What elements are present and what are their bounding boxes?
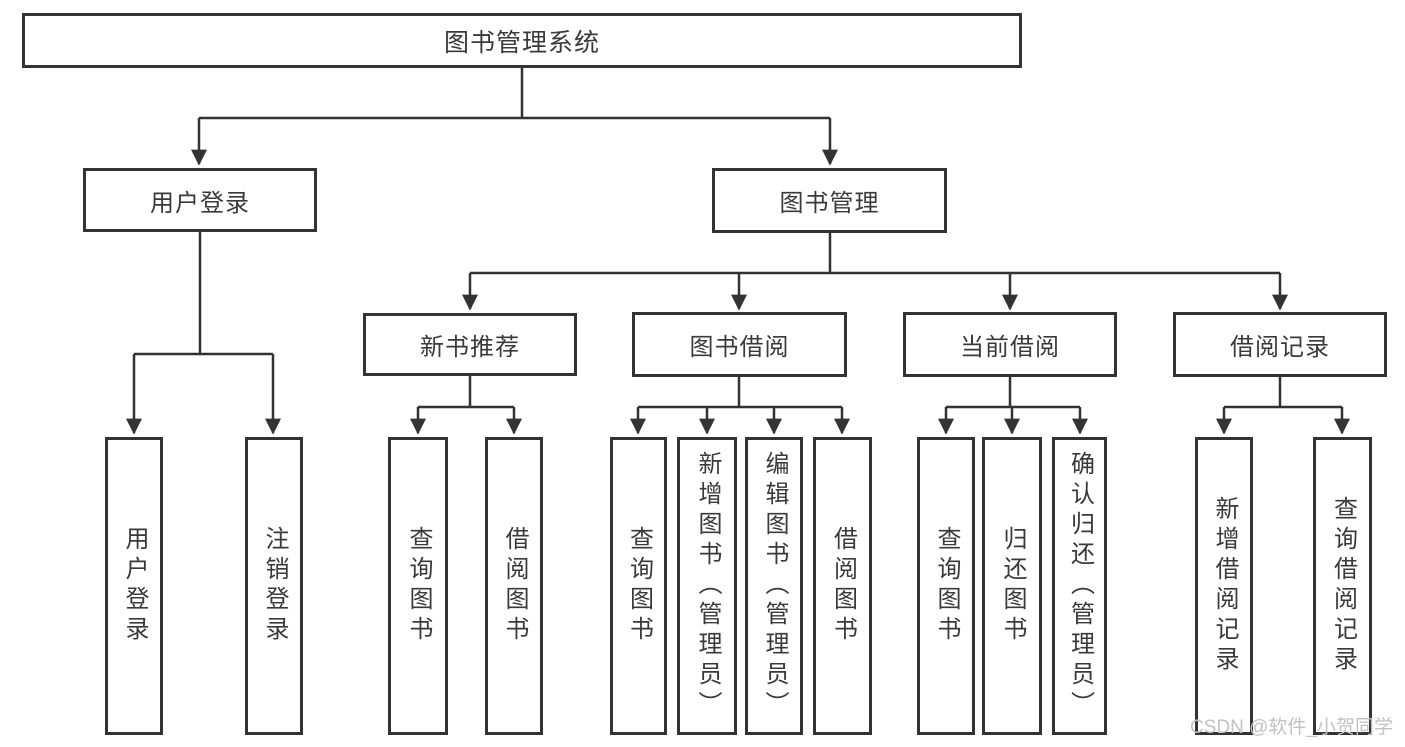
node-new-book-recommend: 新书推荐 <box>363 313 577 376</box>
leaf-return-books-label: 归还图书 <box>999 526 1026 646</box>
leaf-user-login-label: 用户登录 <box>121 526 148 646</box>
leaf-query-books-current: 查询图书 <box>917 437 975 735</box>
leaf-borrow-books-recommend: 借阅图书 <box>485 437 543 735</box>
node-current-borrow: 当前借阅 <box>903 312 1117 377</box>
leaf-add-books-admin-label: 新增图书（管理员） <box>694 451 721 721</box>
node-current-borrow-label: 当前借阅 <box>960 334 1060 361</box>
leaf-query-books-current-label: 查询图书 <box>933 526 960 646</box>
leaf-borrow-books-recommend-label: 借阅图书 <box>501 526 528 646</box>
leaf-edit-books-admin: 编辑图书（管理员） <box>745 437 803 735</box>
node-library-system-label: 图书管理系统 <box>443 28 600 57</box>
leaf-add-borrow-record: 新增借阅记录 <box>1195 437 1253 735</box>
leaf-confirm-return-admin: 确认归还（管理员） <box>1052 437 1107 735</box>
node-user-login: 用户登录 <box>83 168 317 232</box>
node-new-book-recommend-label: 新书推荐 <box>420 334 520 361</box>
node-borrow-records: 借阅记录 <box>1173 312 1387 377</box>
csdn-watermark: CSDN @软件_小贺同学 <box>1190 717 1393 738</box>
node-borrow-records-label: 借阅记录 <box>1230 334 1330 361</box>
leaf-borrow-books: 借阅图书 <box>813 437 872 735</box>
leaf-logout-label: 注销登录 <box>261 526 288 646</box>
leaf-edit-books-admin-label: 编辑图书（管理员） <box>761 451 788 721</box>
node-book-borrow: 图书借阅 <box>632 312 847 377</box>
leaf-add-books-admin: 新增图书（管理员） <box>677 437 737 735</box>
leaf-logout: 注销登录 <box>245 437 303 735</box>
leaf-query-books-recommend: 查询图书 <box>388 437 448 735</box>
leaf-return-books: 归还图书 <box>982 437 1042 735</box>
leaf-add-borrow-record-label: 新增借阅记录 <box>1211 496 1238 676</box>
node-user-login-label: 用户登录 <box>150 189 250 217</box>
leaf-query-borrow-record-label: 查询借阅记录 <box>1329 496 1357 676</box>
leaf-borrow-books-label: 借阅图书 <box>829 526 857 646</box>
node-book-borrow-label: 图书借阅 <box>689 334 790 361</box>
leaf-query-books-borrow-label: 查询图书 <box>625 526 653 646</box>
leaf-query-books-borrow: 查询图书 <box>610 437 667 735</box>
leaf-confirm-return-admin-label: 确认归还（管理员） <box>1066 451 1094 721</box>
node-book-management-label: 图书管理 <box>779 190 880 217</box>
node-book-management: 图书管理 <box>712 168 947 233</box>
leaf-query-borrow-record: 查询借阅记录 <box>1313 437 1372 735</box>
leaf-query-books-recommend-label: 查询图书 <box>405 526 432 646</box>
leaf-user-login: 用户登录 <box>105 437 163 735</box>
node-library-system: 图书管理系统 <box>22 13 1022 68</box>
